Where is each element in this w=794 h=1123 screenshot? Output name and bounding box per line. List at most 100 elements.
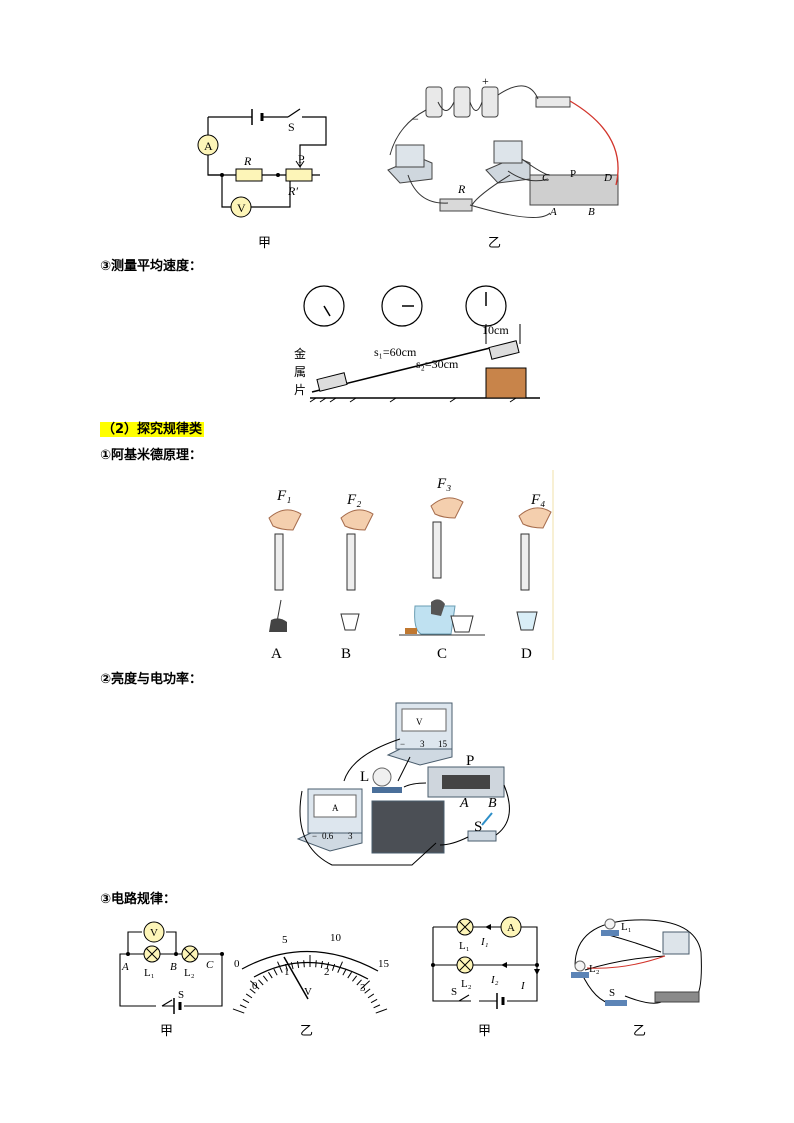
slider-p-label-2: P bbox=[466, 753, 474, 769]
dial-tick bbox=[250, 980, 260, 990]
dial-tick bbox=[373, 1004, 381, 1009]
dial-top-15: 15 bbox=[378, 958, 390, 970]
terminal-a-label: A bbox=[549, 206, 557, 218]
series-a-label: A bbox=[121, 961, 129, 973]
apparatus-yi-figure: + − R C P D A B bbox=[387, 74, 619, 218]
ammeter-label: A bbox=[204, 139, 213, 153]
caption-yi-1: 乙 bbox=[488, 236, 502, 251]
dial-tick bbox=[239, 1004, 247, 1009]
voltmeter-scale-3: 3 bbox=[420, 739, 425, 749]
series-v-label: V bbox=[150, 927, 158, 939]
dial-bottom-2: 2 bbox=[324, 966, 330, 978]
voltmeter-scale-15: 15 bbox=[438, 739, 448, 749]
resistor-r-label: R bbox=[457, 182, 466, 196]
parallel-l2-label: L₂ bbox=[461, 978, 472, 990]
voltmeter-dial-figure: 0 5 10 15 0 1 2 3 V bbox=[232, 932, 390, 1014]
switch-s-label: S bbox=[474, 819, 482, 835]
slider-p-label: P bbox=[570, 168, 576, 180]
resistor-label: R bbox=[243, 154, 252, 168]
dial-tick bbox=[242, 998, 250, 1004]
series-s-label: S bbox=[178, 989, 184, 1001]
dial-tick bbox=[290, 962, 294, 970]
s2-label: s₂=30cm bbox=[416, 357, 459, 371]
parallel-i2-label: I₂ bbox=[490, 974, 499, 986]
label-a: A bbox=[271, 646, 282, 662]
dial-unit-v: V bbox=[304, 986, 312, 998]
ammeter-minus: − bbox=[312, 831, 317, 841]
ammeter-scale-3: 3 bbox=[348, 831, 353, 841]
heading-brightness: ②亮度与电功率： bbox=[100, 672, 203, 687]
dial-tick bbox=[331, 963, 336, 971]
terminal-d-label: D bbox=[603, 172, 612, 184]
rheostat-label: R′ bbox=[287, 184, 298, 198]
series-c-label: C bbox=[206, 959, 214, 971]
s1-label: s₁=60cm bbox=[374, 345, 417, 359]
metal-char-1: 金 bbox=[294, 346, 306, 361]
metal-char-2: 属 bbox=[294, 365, 306, 379]
parallel-i1-label: I₁ bbox=[480, 936, 489, 948]
photo-l1-label: L₁ bbox=[621, 921, 632, 933]
parallel-a-label: A bbox=[507, 922, 515, 934]
dial-tick bbox=[277, 961, 283, 973]
caption-series: 甲 bbox=[160, 1024, 174, 1039]
ammeter-symbol: A bbox=[332, 803, 339, 813]
dial-tick bbox=[320, 960, 323, 969]
caption-dial: 乙 bbox=[300, 1024, 314, 1039]
dial-tick bbox=[232, 1008, 245, 1014]
slider-label: P bbox=[298, 152, 305, 166]
dial-tick bbox=[262, 975, 268, 982]
dial-tick bbox=[284, 963, 289, 971]
average-speed-figure: 10cm s₁=60cm s₂=30cm 金 属 片 bbox=[294, 285, 540, 403]
photo-s-label: S bbox=[609, 987, 615, 999]
force-f2-label: F₂ bbox=[346, 492, 361, 508]
series-l1-label: L₁ bbox=[144, 967, 155, 979]
photo-l2-label: L₂ bbox=[589, 963, 600, 975]
dial-tick bbox=[342, 968, 347, 976]
metal-char-3: 片 bbox=[294, 383, 306, 397]
voltmeter-symbol: V bbox=[416, 717, 423, 727]
heading-circuit-laws: ③电路规律： bbox=[100, 892, 177, 907]
parallel-i-label: I bbox=[520, 980, 526, 992]
rheostat-b-label: B bbox=[488, 796, 497, 811]
dial-tick bbox=[356, 979, 362, 986]
parallel-l1-label: L₁ bbox=[459, 940, 470, 952]
parallel-circuit-figure: A L₁ I₁ L₂ I₂ S I bbox=[431, 916, 540, 1009]
dial-bottom-3: 3 bbox=[360, 982, 366, 994]
dial-tick bbox=[364, 988, 371, 994]
dial-top-5: 5 bbox=[282, 934, 288, 946]
heading-archimedes: ①阿基米德原理： bbox=[100, 448, 203, 463]
dial-tick bbox=[297, 960, 300, 969]
battery-plus-label: + bbox=[482, 74, 489, 88]
brightness-figure: V A − 3 15 − 0.6 3 L P A B S bbox=[296, 702, 510, 866]
force-f3-label: F₃ bbox=[436, 476, 451, 492]
heading-average-speed: ③测量平均速度： bbox=[100, 259, 203, 274]
switch-label: S bbox=[288, 120, 295, 134]
dial-tick bbox=[273, 968, 278, 976]
label-d: D bbox=[521, 646, 532, 662]
dial-top-0: 0 bbox=[234, 958, 240, 970]
archimedes-figure: F₁ F₂ F₃ F₄ A B C D bbox=[268, 470, 554, 662]
dial-tick bbox=[268, 971, 273, 979]
force-f1-label: F₁ bbox=[276, 488, 291, 504]
dial-tick bbox=[326, 962, 330, 970]
lamp-l-label: L bbox=[360, 769, 369, 785]
ten-cm-label: 10cm bbox=[482, 323, 509, 337]
series-circuit-figure: V A B C L₁ L₂ S bbox=[119, 921, 224, 1014]
ammeter-scale-06: 0.6 bbox=[322, 831, 334, 841]
battery-minus-label: − bbox=[412, 112, 419, 126]
dial-tick bbox=[347, 971, 352, 979]
voltmeter-minus: − bbox=[400, 739, 405, 749]
dial-top-10: 10 bbox=[330, 932, 342, 944]
caption-jia-1: 甲 bbox=[258, 236, 272, 251]
caption-photo: 乙 bbox=[633, 1024, 647, 1039]
series-b-label: B bbox=[170, 961, 177, 973]
terminal-b-label: B bbox=[588, 206, 595, 218]
dial-tick bbox=[303, 960, 305, 968]
series-l2-label: L₂ bbox=[184, 967, 195, 979]
voltmeter-label: V bbox=[237, 201, 246, 215]
dial-tick bbox=[360, 980, 370, 990]
dial-tick bbox=[337, 961, 343, 973]
parallel-s-label: S bbox=[451, 986, 457, 998]
heading-section-2-text: （2）探究规律类 bbox=[100, 422, 205, 437]
dial-tick bbox=[370, 998, 378, 1004]
